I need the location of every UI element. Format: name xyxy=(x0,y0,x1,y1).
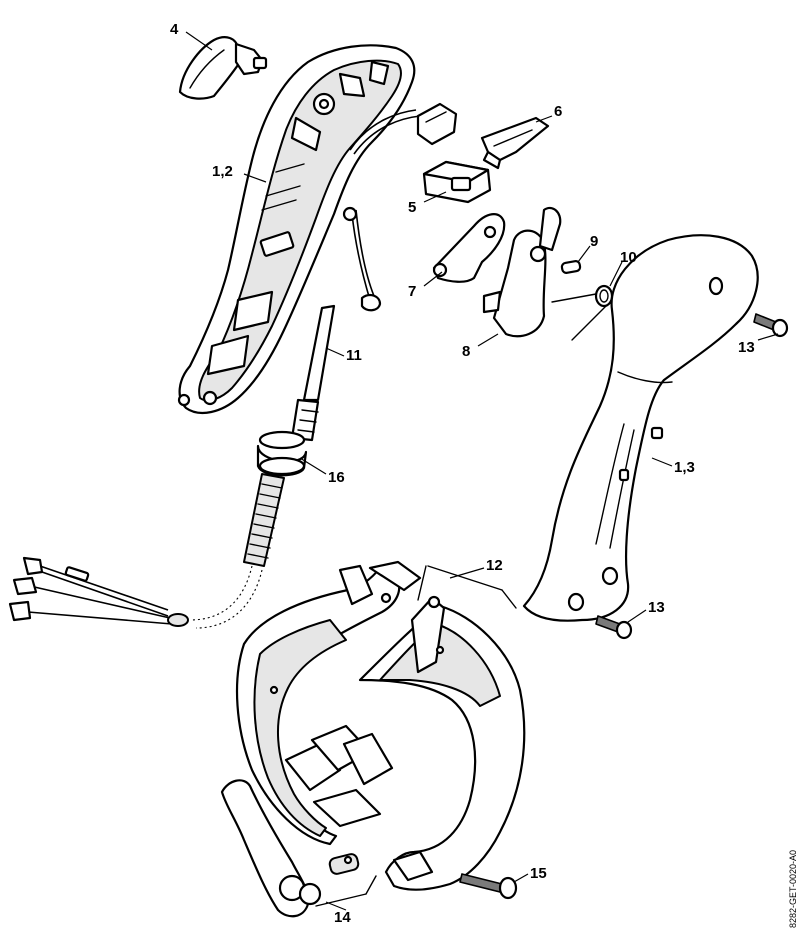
wiring xyxy=(342,109,421,312)
part-13-screw-upper xyxy=(753,313,789,338)
callout-6: 6 xyxy=(554,103,562,120)
callout-9: 9 xyxy=(590,233,598,250)
callout-4: 4 xyxy=(170,21,179,38)
part-10-spring xyxy=(551,284,614,341)
document-code: 8282-GET-0020-A0 xyxy=(788,850,798,928)
callout-8: 8 xyxy=(462,343,470,360)
part-12-clamp-right xyxy=(358,595,526,891)
callout-5: 5 xyxy=(408,199,416,216)
flexible-conduit xyxy=(189,473,285,629)
part-16-grommet xyxy=(256,430,308,477)
part-7-lever xyxy=(432,213,506,283)
callout-1-3: 1,3 xyxy=(674,459,695,476)
callout-10: 10 xyxy=(620,249,637,266)
callout-11: 11 xyxy=(346,347,362,364)
part-9-pin xyxy=(560,260,582,274)
wiring-harness xyxy=(8,556,189,627)
part-1-2-handle-shell xyxy=(177,44,416,415)
group-bracket-14 xyxy=(315,875,377,907)
callout-14: 14 xyxy=(334,909,351,926)
part-14-lever xyxy=(220,779,360,918)
callout-16: 16 xyxy=(328,469,345,486)
part-4-clip xyxy=(178,36,268,100)
part-12-clamp-left xyxy=(235,560,422,846)
callout-7: 7 xyxy=(408,283,416,300)
part-13-screw-lower xyxy=(595,615,633,640)
callout-13-upper: 13 xyxy=(738,339,755,356)
part-8-trigger xyxy=(482,206,562,338)
callout-15: 15 xyxy=(530,865,547,882)
part-11-cable xyxy=(290,304,336,442)
part-5-switch xyxy=(422,160,492,204)
callout-labels: 4 1,2 6 5 9 10 7 8 11 13 1,3 16 12 13 15… xyxy=(170,21,755,926)
part-15-bolt xyxy=(459,873,518,900)
group-bracket-12 xyxy=(417,565,517,609)
callout-12: 12 xyxy=(486,557,503,574)
callout-1-2: 1,2 xyxy=(212,163,233,180)
part-1-3-handle-shell xyxy=(522,234,759,622)
switch-block xyxy=(416,102,458,146)
callout-13-lower: 13 xyxy=(648,599,665,616)
part-6-bracket xyxy=(480,116,550,170)
